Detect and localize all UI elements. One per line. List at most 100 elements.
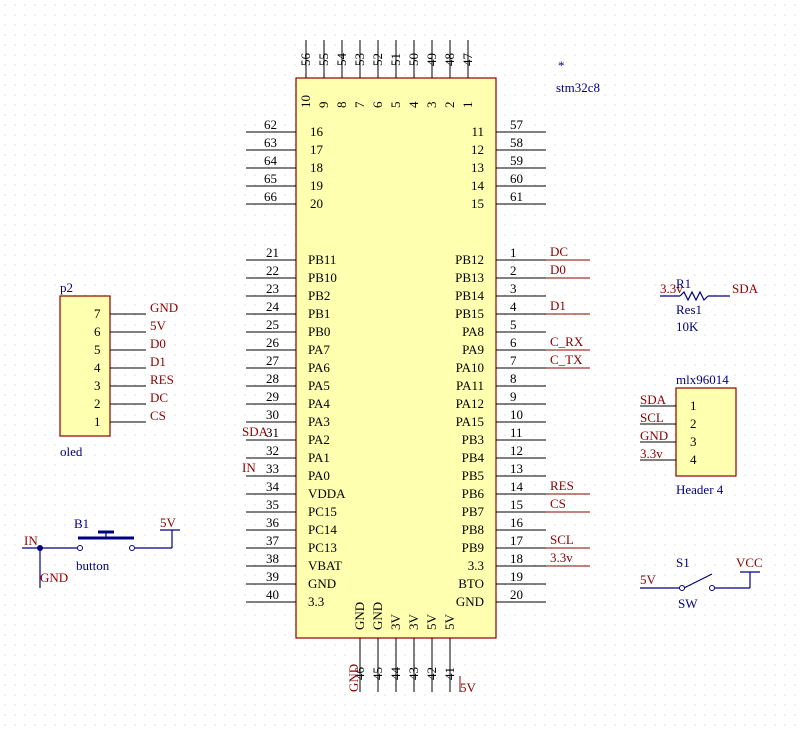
right-pin-name: PA11 — [456, 378, 484, 393]
left-pin-number: 31 — [266, 425, 279, 440]
left-pin-name: PA1 — [308, 450, 330, 465]
stm32-component[interactable]: * stm32c8 561055954853752651550449348247… — [242, 40, 600, 695]
top-pin-name: 10 — [298, 95, 313, 108]
sensor-comment: Header 4 — [676, 482, 724, 497]
stm32-bottom-5v-net: 5V — [460, 680, 477, 695]
right-pin-number: 59 — [510, 153, 523, 168]
left-pin-number: 39 — [266, 569, 279, 584]
left-pin-name: PC15 — [308, 504, 337, 519]
right-pin-number: 5 — [510, 317, 517, 332]
resistor-right-net: SDA — [732, 281, 759, 296]
left-pin-name: 16 — [310, 124, 324, 139]
oled-pin-net: CS — [150, 408, 166, 423]
oled-pin-number: 1 — [94, 414, 101, 429]
oled-pin-number: 6 — [94, 324, 101, 339]
left-pin-net: IN — [242, 460, 256, 475]
top-pin-name: 3 — [424, 102, 439, 109]
left-pin-name: PC13 — [308, 540, 337, 555]
bottom-pin-name: 5V — [442, 614, 457, 631]
left-pin-number: 21 — [266, 245, 279, 260]
bottom-pin-number: 44 — [388, 667, 403, 681]
button-gnd-net: GND — [40, 570, 68, 585]
sensor-pin-number: 2 — [690, 416, 697, 431]
sensor-pin-net: 3.3v — [640, 446, 663, 461]
left-pin-number: 29 — [266, 389, 279, 404]
left-pin-name: PB10 — [308, 270, 337, 285]
right-pin-name: 13 — [471, 160, 484, 175]
left-pin-name: PA3 — [308, 414, 330, 429]
left-pin-number: 36 — [266, 515, 280, 530]
bottom-pin-number: 46 — [352, 667, 367, 681]
left-pin-number: 25 — [266, 317, 279, 332]
right-pin-name: PA15 — [456, 414, 484, 429]
oled-pin-net: DC — [150, 390, 168, 405]
left-pin-number: 22 — [266, 263, 279, 278]
oled-pin-net: D0 — [150, 336, 166, 351]
right-pin-number: 57 — [510, 117, 524, 132]
switch-right-net: VCC — [736, 555, 763, 570]
top-pin-name: 2 — [442, 102, 457, 109]
right-pin-number: 2 — [510, 263, 517, 278]
switch-designator: S1 — [676, 555, 690, 570]
resistor-designator: R1 — [676, 276, 691, 291]
left-pin-name: VBAT — [308, 558, 342, 573]
sensor-pin-number: 4 — [690, 452, 697, 467]
left-pin-name: 3.3 — [308, 594, 324, 609]
right-pin-name: 11 — [471, 124, 484, 139]
stm32-bottom-gnd-net: GND — [346, 664, 361, 692]
right-pin-number: 3 — [510, 281, 517, 296]
switch-lever — [683, 573, 713, 589]
oled-pin-number: 3 — [94, 378, 101, 393]
switch-s1[interactable]: S1 5V VCC SW — [640, 555, 763, 611]
left-pin-number: 40 — [266, 587, 279, 602]
left-pin-number: 35 — [266, 497, 279, 512]
sensor-pin-number: 1 — [690, 398, 697, 413]
oled-pin-number: 2 — [94, 396, 101, 411]
top-pin-name: 5 — [388, 102, 403, 109]
right-pin-name: PA9 — [462, 342, 484, 357]
left-pin-number: 64 — [264, 153, 278, 168]
right-pin-number: 7 — [510, 353, 517, 368]
top-pin-name: 9 — [316, 102, 331, 109]
right-pin-number: 13 — [510, 461, 523, 476]
right-pin-name: PA10 — [456, 360, 484, 375]
right-pin-number: 17 — [510, 533, 524, 548]
left-pin-number: 65 — [264, 171, 277, 186]
right-pin-number: 11 — [510, 425, 523, 440]
right-pin-number: 14 — [510, 479, 524, 494]
left-pin-number: 30 — [266, 407, 279, 422]
bottom-pin-name: 5V — [424, 614, 439, 631]
left-pin-number: 66 — [264, 189, 278, 204]
right-pin-number: 19 — [510, 569, 523, 584]
top-pin-name: 4 — [406, 101, 421, 108]
left-pin-name: PA5 — [308, 378, 330, 393]
oled-pin-net: D1 — [150, 354, 166, 369]
left-pin-number: 33 — [266, 461, 279, 476]
oled-pin-number: 4 — [94, 360, 101, 375]
resistor-r1[interactable]: 3.3v R1 SDA Res1 10K — [660, 276, 759, 334]
sensor-body — [675, 387, 737, 477]
left-pin-number: 63 — [264, 135, 277, 150]
right-pin-name: PA12 — [456, 396, 484, 411]
right-pin-number: 15 — [510, 497, 523, 512]
stm32-body — [295, 77, 497, 639]
resistor-symbol — [679, 290, 709, 302]
top-pin-name: 6 — [370, 101, 385, 108]
right-pin-name: 14 — [471, 178, 485, 193]
right-pin-net: D1 — [550, 298, 566, 313]
switch-comment: SW — [678, 596, 698, 611]
right-pin-name: PB13 — [455, 270, 484, 285]
button-b1[interactable]: B1 button IN 5V GND — [22, 515, 180, 588]
right-pin-number: 61 — [510, 189, 523, 204]
left-pin-name: 20 — [310, 196, 323, 211]
right-pin-number: 18 — [510, 551, 523, 566]
sensor-pin-number: 3 — [690, 434, 697, 449]
